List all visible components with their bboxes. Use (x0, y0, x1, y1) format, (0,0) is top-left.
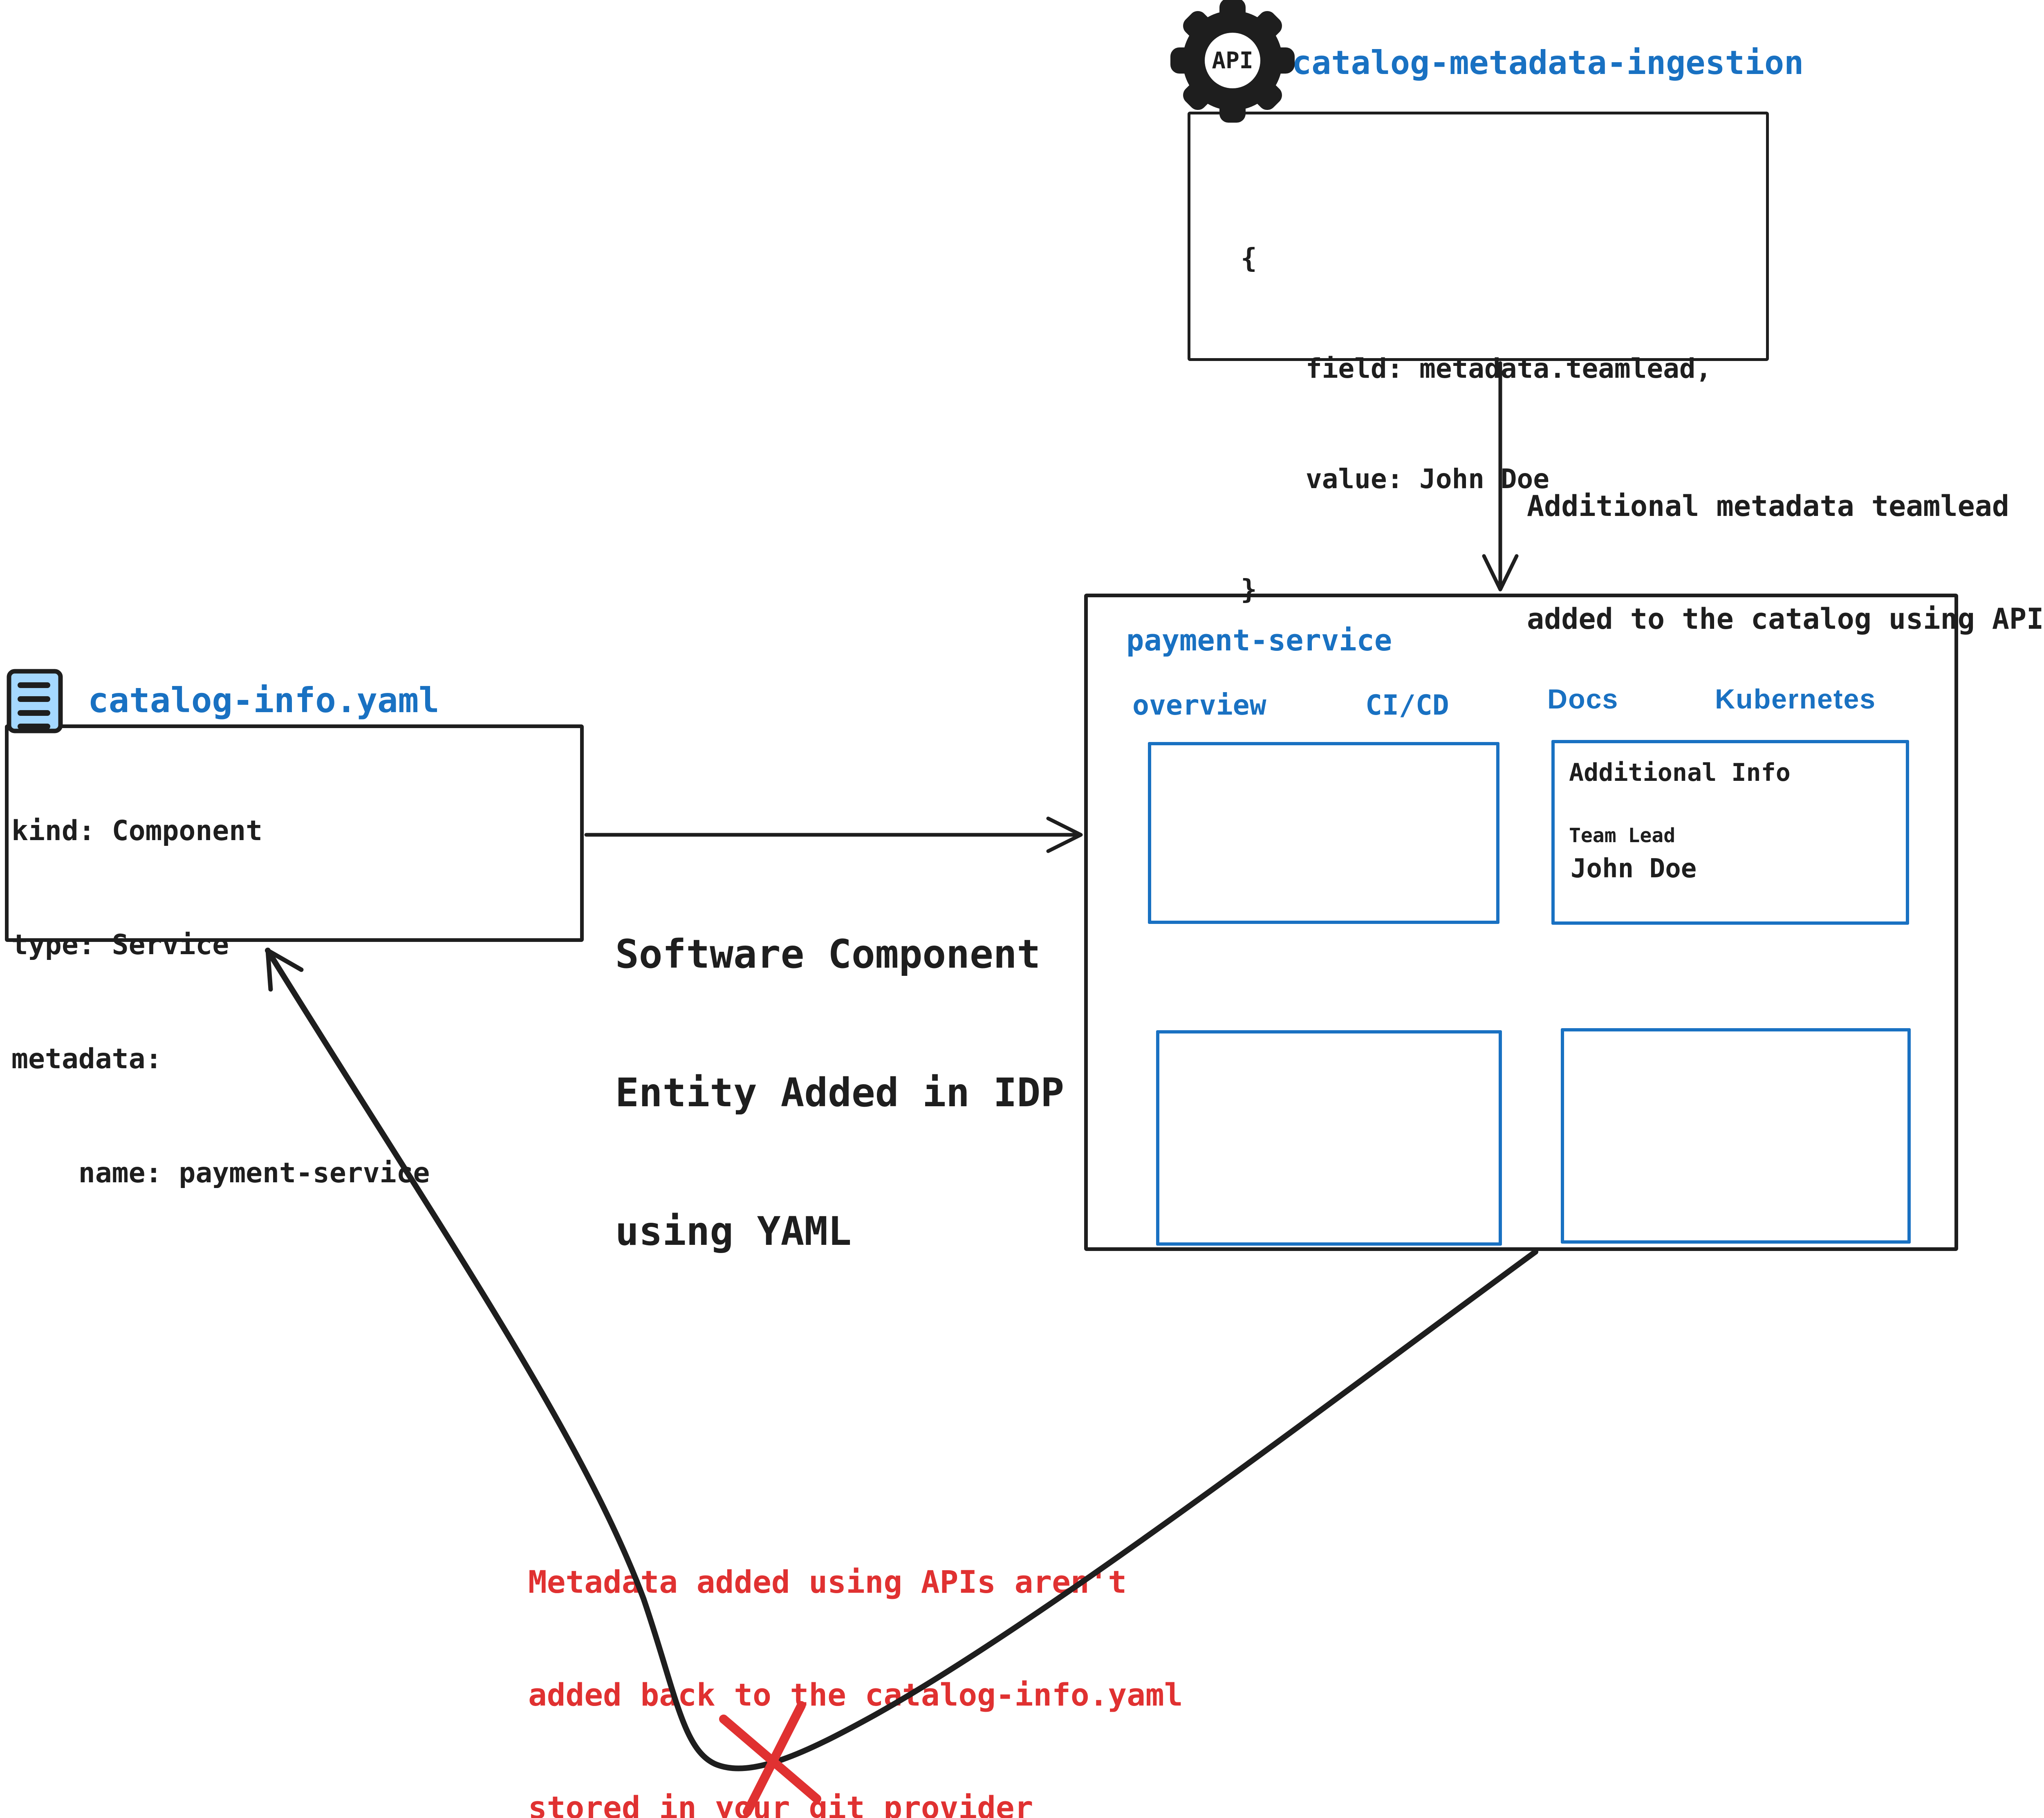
ingestion-arrow-note: Additional metadata teamlead added to th… (1527, 412, 2044, 713)
yaml-file-title: catalog-info.yaml (88, 680, 439, 720)
teamlead-label: Team Lead (1569, 824, 1676, 847)
api-payload-code: { field: metadata.teamlead, value: John … (1241, 166, 1712, 681)
api-service-title: catalog-metadata-ingestion (1292, 44, 1804, 82)
api-gear-icon: API (1170, 0, 1295, 123)
tab-overview: overview (1132, 689, 1266, 722)
teamlead-value: John Doe (1571, 854, 1697, 884)
yaml-arrow-note: Software Component Entity Added in IDP u… (615, 839, 1064, 1347)
yaml-line: kind: Component (11, 815, 263, 847)
docs-panel (1551, 740, 1909, 925)
api-gear-label: API (1212, 47, 1253, 74)
yaml-line: name: payment-service (11, 1157, 430, 1189)
tab-kubernetes: Kubernetes (1715, 684, 1876, 715)
note-line: Software Component (615, 931, 1041, 977)
overview-panel (1148, 742, 1499, 924)
note-line: Entity Added in IDP (615, 1070, 1065, 1116)
note-line: added to the catalog using APIs (1527, 602, 2044, 636)
payload-line: value: John Doe (1241, 463, 1549, 495)
tab-cicd: CI/CD (1365, 689, 1449, 722)
yaml-line: metadata: (11, 1043, 162, 1075)
yaml-file-box (5, 724, 584, 942)
note-line: Metadata added using APIs aren't (528, 1564, 1127, 1600)
payload-line: } (1241, 574, 1257, 605)
docs-panel-heading: Additional Info (1569, 758, 1791, 787)
feedback-gap-note: Metadata added using APIs aren't added b… (528, 1488, 1183, 1818)
yaml-line: type: Service (11, 929, 229, 961)
panel-placeholder-right (1561, 1028, 1911, 1244)
api-payload-box (1188, 112, 1769, 361)
payload-line: { (1241, 242, 1257, 274)
note-line: Additional metadata teamlead (1527, 489, 2010, 523)
yaml-file-icon (7, 669, 63, 733)
note-line: stored in your git provider (528, 1789, 1033, 1818)
payload-line: field: metadata.teamlead, (1241, 353, 1712, 384)
panel-placeholder-left (1156, 1030, 1502, 1246)
note-line: using YAML (615, 1208, 852, 1254)
yaml-file-code: kind: Component type: Service metadata: … (11, 736, 430, 1268)
note-line: added back to the catalog-info.yaml (528, 1677, 1183, 1713)
idp-service-title: payment-service (1126, 623, 1392, 657)
tab-docs: Docs (1547, 684, 1619, 715)
